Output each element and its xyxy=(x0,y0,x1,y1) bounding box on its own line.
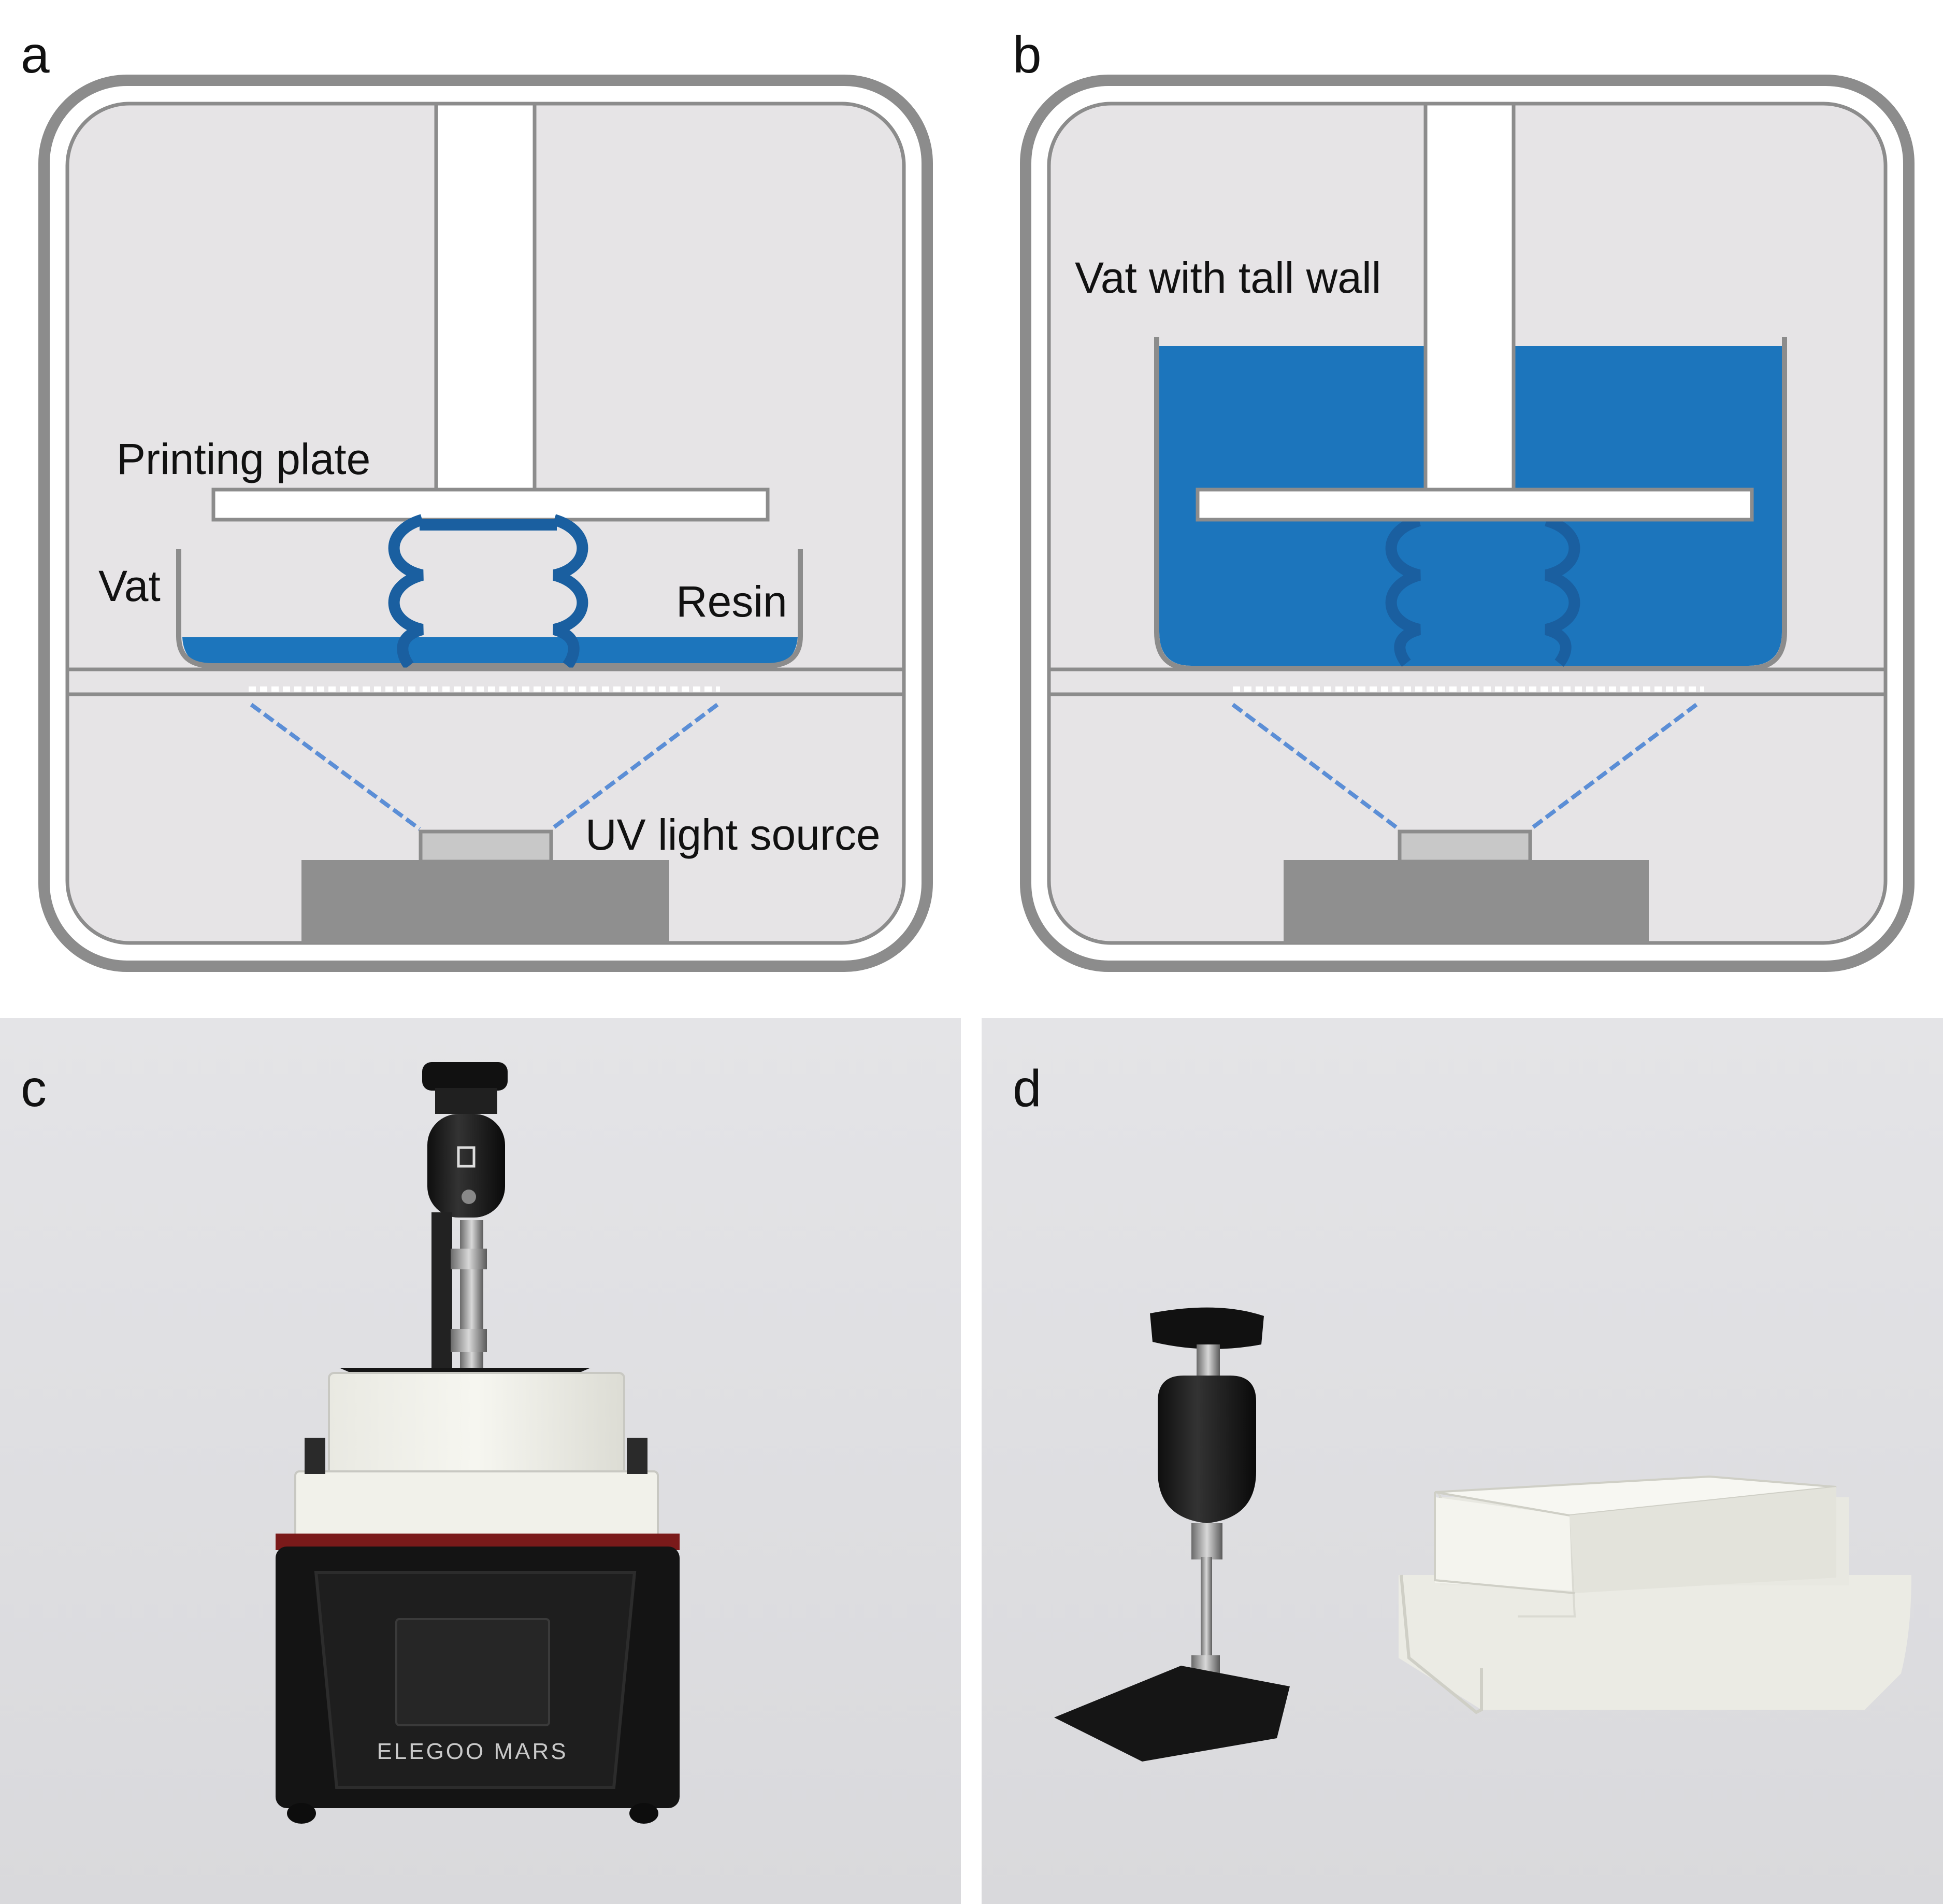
vat-label: Vat xyxy=(98,562,161,610)
resin-label: Resin xyxy=(676,577,787,626)
printed-object xyxy=(388,514,588,669)
light-base xyxy=(1284,860,1649,943)
printer-body: ELEGOO MARS xyxy=(276,1534,680,1824)
z-axis-column xyxy=(1423,102,1516,492)
resin-layer xyxy=(182,637,798,666)
printing-plate xyxy=(211,488,770,522)
vat xyxy=(176,549,803,668)
printed-object xyxy=(1385,515,1580,667)
uv-beam-left xyxy=(1231,703,1400,831)
panel-a: a Printing plate Vat Resin UV light sour… xyxy=(21,26,933,972)
build-plate-assembly xyxy=(1054,1307,1290,1762)
printer-brand-label: ELEGOO MARS xyxy=(377,1739,568,1764)
resin-vat xyxy=(294,1372,659,1540)
panel-b: b Vat with tall wall xyxy=(1013,26,1915,972)
panel-d-photo: d xyxy=(982,1018,1943,1904)
printing-plate-label: Printing plate xyxy=(117,435,370,483)
uv-light-source-label: UV light source xyxy=(585,810,881,859)
uv-light-source xyxy=(419,829,553,864)
uv-beam-left xyxy=(250,703,421,831)
uv-beam-right xyxy=(550,703,719,831)
panel-d-letter: d xyxy=(1013,1060,1042,1118)
panel-a-letter: a xyxy=(21,26,50,84)
printing-plate xyxy=(1196,488,1754,522)
light-base xyxy=(301,860,669,943)
photo-background xyxy=(982,1018,1943,1904)
panel-c-letter: c xyxy=(21,1060,47,1118)
z-axis-column xyxy=(434,102,537,492)
lcd-screen-bar xyxy=(65,667,906,696)
panel-c-photo: c ELEGOO MARS xyxy=(0,1018,961,1904)
tall-wall-vat xyxy=(1399,1475,1911,1714)
uv-beam-right xyxy=(1529,703,1698,831)
uv-light-source xyxy=(1398,829,1532,864)
tall-vat-label: Vat with tall wall xyxy=(1075,253,1381,302)
panel-b-letter: b xyxy=(1013,26,1042,84)
